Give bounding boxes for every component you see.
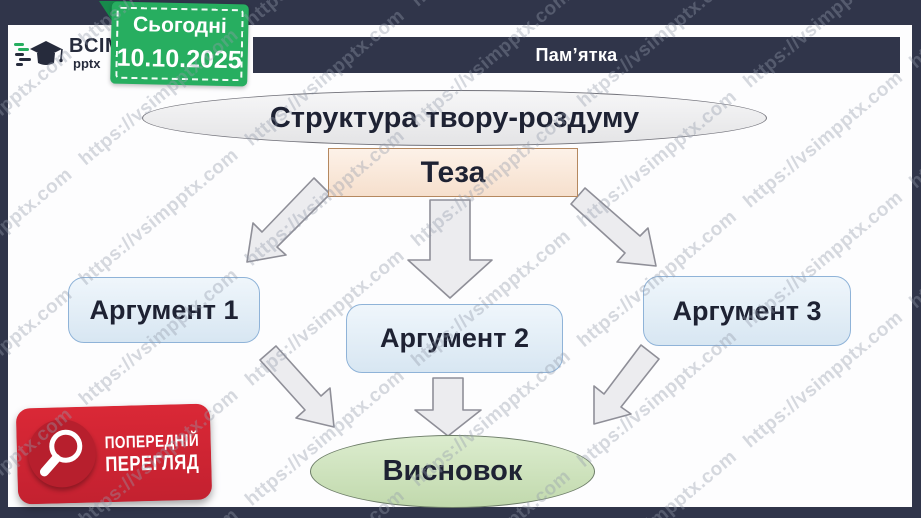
- preview-line-1: ПОПЕРЕДНІЙ: [104, 430, 200, 453]
- argument-3-label: Аргумент 3: [672, 295, 822, 326]
- argument-box-3: Аргумент 3: [643, 276, 851, 346]
- preview-line-2: ПЕРЕГЛЯД: [104, 450, 200, 476]
- date-badge-label: Сьогодні: [132, 13, 228, 38]
- diagram-title-ellipse: Структура твору-роздуму: [142, 90, 767, 146]
- thesis-label: Теза: [420, 155, 486, 189]
- argument-box-1: Аргумент 1: [68, 277, 260, 343]
- conclusion-ellipse: Висновок: [310, 435, 595, 508]
- thesis-box: Теза: [328, 148, 578, 197]
- argument-2-label: Аргумент 2: [380, 323, 529, 353]
- logo-sub: pptx: [73, 56, 101, 71]
- bcim-logo: BCIM pptx: [14, 36, 122, 72]
- header-bar: Пам’ятка: [253, 37, 900, 73]
- header-title: Пам’ятка: [535, 44, 618, 65]
- date-badge: Сьогодні 10.10.2025: [110, 1, 249, 87]
- argument-box-2: Аргумент 2: [346, 304, 563, 373]
- graduation-cap-icon: [14, 41, 63, 66]
- conclusion-label: Висновок: [382, 455, 523, 487]
- date-badge-date: 10.10.2025: [116, 43, 243, 75]
- preview-badge: ПОПЕРЕДНІЙ ПЕРЕГЛЯД: [15, 403, 213, 505]
- diagram-title: Структура твору-роздуму: [269, 101, 640, 134]
- argument-1-label: Аргумент 1: [89, 294, 239, 325]
- magnifier-circle: [27, 418, 97, 489]
- logo-brand: BCIM: [69, 35, 123, 57]
- magnifier-icon: [39, 429, 83, 477]
